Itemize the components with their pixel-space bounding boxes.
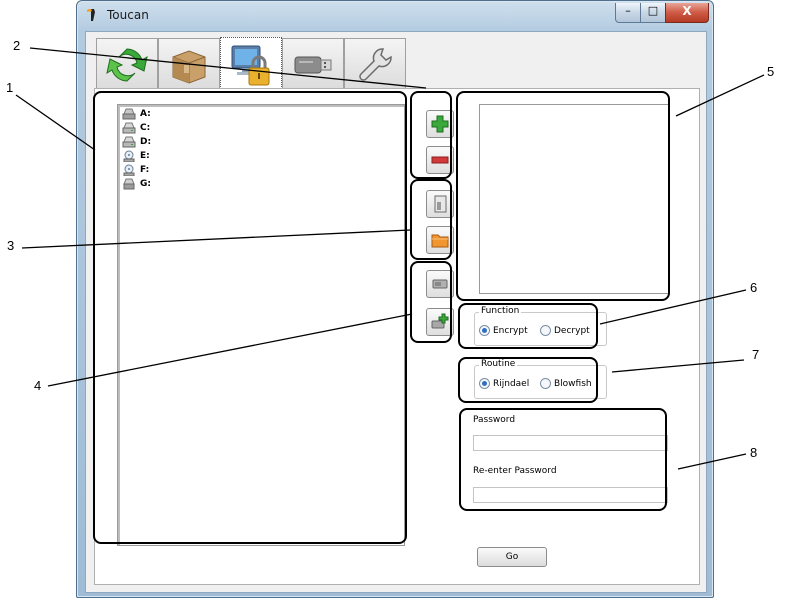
leader-line-7 <box>611 359 745 373</box>
close-icon: X <box>682 4 692 18</box>
callout-number-4: 4 <box>34 378 42 393</box>
callout-box-3 <box>410 179 452 260</box>
drive-label: D: <box>140 137 152 147</box>
routine-group: Routine Rijndael Blowfish <box>474 359 607 399</box>
close-button[interactable]: X <box>665 3 709 23</box>
leader-line-2 <box>29 47 427 89</box>
reenter-password-input[interactable] <box>473 487 668 503</box>
drive-label: E: <box>140 151 150 161</box>
leader-line-6 <box>599 289 747 325</box>
leader-line-8 <box>677 453 747 470</box>
title-bar[interactable]: Toucan – □ X <box>77 1 713 27</box>
callout-box-2 <box>410 91 452 179</box>
folder-icon <box>431 234 449 248</box>
hard-drive-icon <box>122 122 136 134</box>
callout-box-1 <box>93 91 407 544</box>
drive-button[interactable] <box>426 270 454 298</box>
leader-line-5 <box>675 74 765 117</box>
drive-label: G: <box>140 179 151 189</box>
drive-item[interactable]: F: <box>122 163 149 177</box>
toucan-icon <box>87 9 95 21</box>
add-button[interactable] <box>426 110 454 138</box>
secure-computer-icon <box>231 45 270 86</box>
radio-encrypt-indicator[interactable] <box>479 325 490 336</box>
callout-box-6 <box>458 303 598 349</box>
file-icon <box>434 195 447 213</box>
add-file-button[interactable] <box>426 190 454 218</box>
add-drive-icon <box>431 313 449 329</box>
radio-encrypt[interactable]: Encrypt <box>479 325 528 336</box>
wrench-icon <box>359 48 392 81</box>
password-label: Password <box>473 415 516 425</box>
minimize-icon: – <box>625 4 631 17</box>
drive-item[interactable]: E: <box>122 149 150 163</box>
secure-tab-panel: A: C: D: E: F: <box>94 88 700 585</box>
removable-drive-icon <box>123 178 135 190</box>
radio-blowfish-indicator[interactable] <box>540 378 551 389</box>
cd-drive-icon <box>123 150 135 162</box>
routine-title: Routine <box>479 359 518 369</box>
drive-label: C: <box>140 123 151 133</box>
sync-icon <box>106 48 148 82</box>
function-title: Function <box>479 306 522 316</box>
add-icon <box>431 115 449 133</box>
tab-secure-computer[interactable] <box>220 37 282 91</box>
callout-box-8 <box>459 408 667 511</box>
drive-item[interactable]: C: <box>122 121 150 135</box>
callout-number-6: 6 <box>750 280 758 295</box>
callout-box-4 <box>410 261 452 343</box>
callout-number-2: 2 <box>13 38 21 53</box>
maximize-icon: □ <box>647 4 659 17</box>
tab-sync[interactable] <box>96 38 158 89</box>
radio-rijndael-indicator[interactable] <box>479 378 490 389</box>
remove-icon <box>431 156 449 164</box>
drive-icon <box>432 279 448 289</box>
go-button[interactable]: Go <box>477 547 547 567</box>
leader-line-4 <box>47 313 413 387</box>
drive-item[interactable]: D: <box>122 135 151 149</box>
function-group: Function Encrypt Decrypt <box>474 306 607 346</box>
callout-number-3: 3 <box>7 238 15 253</box>
remove-button[interactable] <box>426 146 454 174</box>
callout-number-7: 7 <box>752 347 760 362</box>
drive-item[interactable]: G: <box>122 177 151 191</box>
hard-drive-icon <box>122 136 136 148</box>
radio-blowfish-label: Blowfish <box>554 378 592 389</box>
radio-decrypt-label: Decrypt <box>554 325 590 336</box>
radio-decrypt-indicator[interactable] <box>540 325 551 336</box>
callout-number-5: 5 <box>767 64 775 79</box>
leader-line-1 <box>15 94 96 151</box>
reenter-password-label: Re-enter Password <box>473 466 557 476</box>
cd-drive-icon <box>123 164 135 176</box>
usb-drive-icon <box>294 56 332 74</box>
callout-number-8: 8 <box>750 445 758 460</box>
password-input[interactable] <box>473 435 668 451</box>
file-list[interactable] <box>479 104 669 294</box>
floppy-drive-icon <box>122 108 136 120</box>
window-title: Toucan <box>107 8 149 22</box>
radio-rijndael[interactable]: Rijndael <box>479 378 529 389</box>
callout-number-1: 1 <box>6 80 14 95</box>
drive-item[interactable]: A: <box>122 107 151 121</box>
app-window: Toucan – □ X <box>76 0 714 598</box>
radio-blowfish[interactable]: Blowfish <box>540 378 592 389</box>
radio-decrypt[interactable]: Decrypt <box>540 325 590 336</box>
radio-encrypt-label: Encrypt <box>493 325 528 336</box>
add-drive-button[interactable] <box>426 308 454 336</box>
drive-label: F: <box>140 165 150 175</box>
drive-label: A: <box>140 109 151 119</box>
add-folder-button[interactable] <box>426 226 454 254</box>
tab-usb-drive[interactable] <box>282 38 344 89</box>
leader-line-3 <box>21 229 411 249</box>
callout-box-5 <box>456 91 670 301</box>
client-area: A: C: D: E: F: <box>85 31 707 593</box>
radio-rijndael-label: Rijndael <box>493 378 530 389</box>
callout-box-7 <box>458 357 598 403</box>
